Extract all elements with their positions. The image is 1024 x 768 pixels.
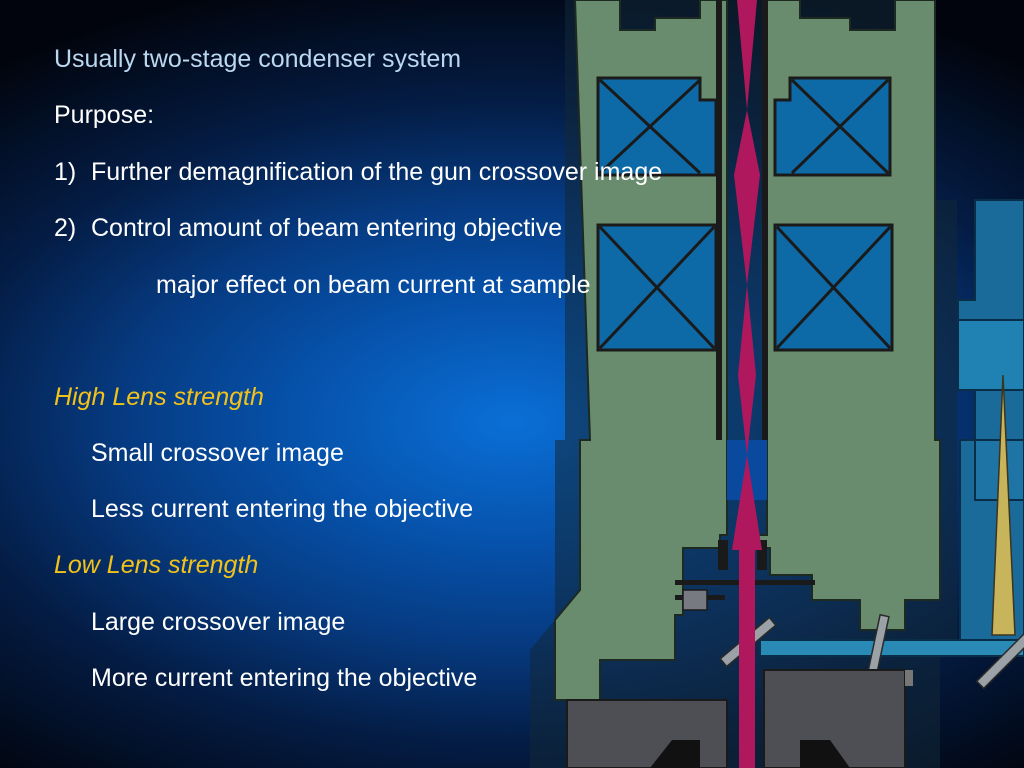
electron-beam (732, 0, 762, 768)
upper-condenser-coil-left (596, 76, 718, 177)
list-number-1: 1) (54, 158, 77, 186)
upper-condenser-coil-right (773, 76, 892, 177)
sample-stage-right (763, 669, 906, 768)
purpose-heading: Purpose: (54, 101, 155, 129)
high-line-1: Small crossover image (91, 439, 344, 467)
sub-note: major effect on beam current at sample (156, 271, 591, 299)
aperture-bar (759, 639, 1024, 657)
list-number-2: 2) (54, 214, 77, 242)
high-line-2: Less current entering the objective (91, 495, 474, 523)
tilted-rods (719, 613, 1024, 690)
lower-condenser-coil-right (773, 223, 894, 352)
low-line-1: Large crossover image (91, 608, 346, 636)
low-line-2: More current entering the objective (91, 664, 478, 692)
high-strength-heading: High Lens strength (54, 383, 264, 411)
sample-stage-left (566, 699, 728, 768)
list-item-1: Further demagnification of the gun cross… (91, 158, 663, 186)
intro-line: Usually two-stage condenser system (54, 45, 462, 73)
list-item-2: Control amount of beam entering objectiv… (91, 214, 563, 242)
objective-housing (957, 199, 1024, 641)
lower-condenser-coil-left (596, 223, 718, 352)
aperture-wedge (991, 374, 1016, 636)
low-strength-heading: Low Lens strength (54, 551, 259, 579)
